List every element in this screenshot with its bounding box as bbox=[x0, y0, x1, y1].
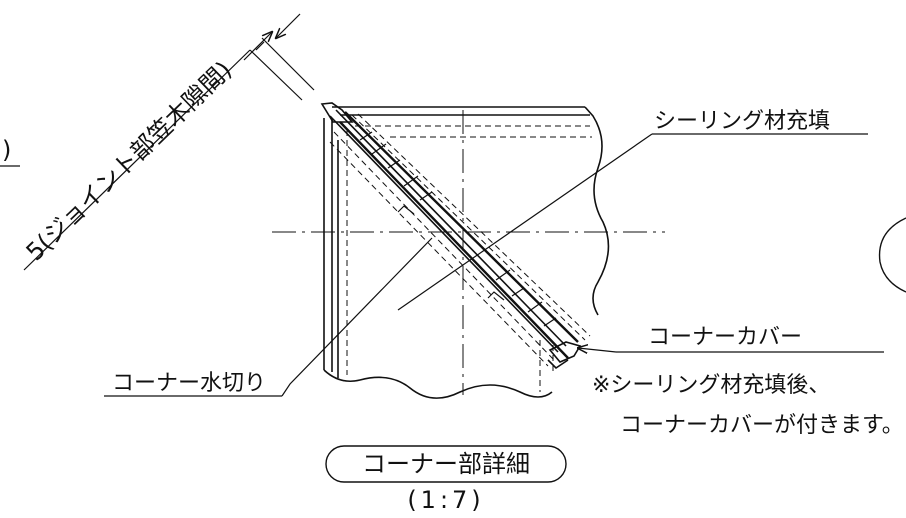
leader-sealing bbox=[397, 133, 868, 311]
label-note-line1: ※シーリング材充填後、 bbox=[592, 373, 830, 398]
title-bubble bbox=[325, 445, 567, 483]
label-joint-gap: 5(ジョイント部笠木隙間) bbox=[21, 56, 238, 266]
coping-body bbox=[320, 102, 610, 399]
center-lines bbox=[272, 110, 665, 395]
drawing-title: コーナー部詳細 bbox=[362, 450, 530, 478]
label-left-fragment: ) bbox=[2, 136, 11, 164]
label-corner-cover: コーナーカバー bbox=[648, 325, 802, 350]
drawing-scale: (1:7) bbox=[407, 486, 484, 514]
dimension-joint-gap bbox=[23, 13, 315, 271]
label-corner-drip: コーナー水切り bbox=[112, 371, 266, 396]
leader-corner-drip bbox=[104, 237, 433, 397]
mitre-joint bbox=[329, 109, 591, 370]
label-note-line2: コーナーカバーが付きます。 bbox=[620, 413, 904, 438]
hidden-lines bbox=[346, 125, 592, 392]
leader-corner-cover bbox=[578, 348, 884, 352]
label-sealing: シーリング材充填 bbox=[654, 109, 830, 134]
right-edge-circle-fragment bbox=[878, 217, 906, 293]
